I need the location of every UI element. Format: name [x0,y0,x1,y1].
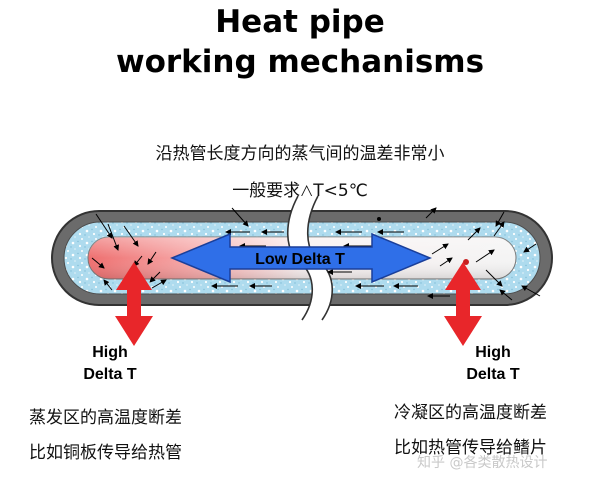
left-high-label-line-1: High [92,344,128,361]
left-high-delta-t-arrow [115,262,153,346]
right-high-label-line-1: High [475,344,511,361]
right-high-delta-t-arrow [444,262,482,346]
condenser-dot [463,259,469,265]
left-high-label-line-2: Delta T [83,366,137,383]
diagram-title-line-1: Heat pipe [215,4,385,40]
wick-dot [377,217,381,221]
diagram-title-line-2: working mechanisms [115,44,485,80]
evaporator-note-line-2: 比如铜板传导给热管 [29,443,182,463]
low-delta-t-label: Low Delta T [255,251,345,268]
condenser-note-line-1: 冷凝区的高温度断差 [394,403,547,423]
evaporator-note-line-1: 蒸发区的高温度断差 [29,408,182,428]
watermark: 知乎 @各类散热设计 [417,455,548,471]
vapor-temperature-note-line-1: 沿热管长度方向的蒸气间的温差非常小 [155,144,445,164]
right-high-label-line-2: Delta T [466,366,520,383]
low-delta-t-arrow [170,232,432,284]
vapor-temperature-note-line-2: 一般要求△T<5℃ [232,181,368,201]
evaporator-flow-arrows [91,207,284,291]
condenser-flow-arrows [327,207,541,301]
condenser-note-line-2: 比如热管传导给鳍片 [394,438,547,458]
